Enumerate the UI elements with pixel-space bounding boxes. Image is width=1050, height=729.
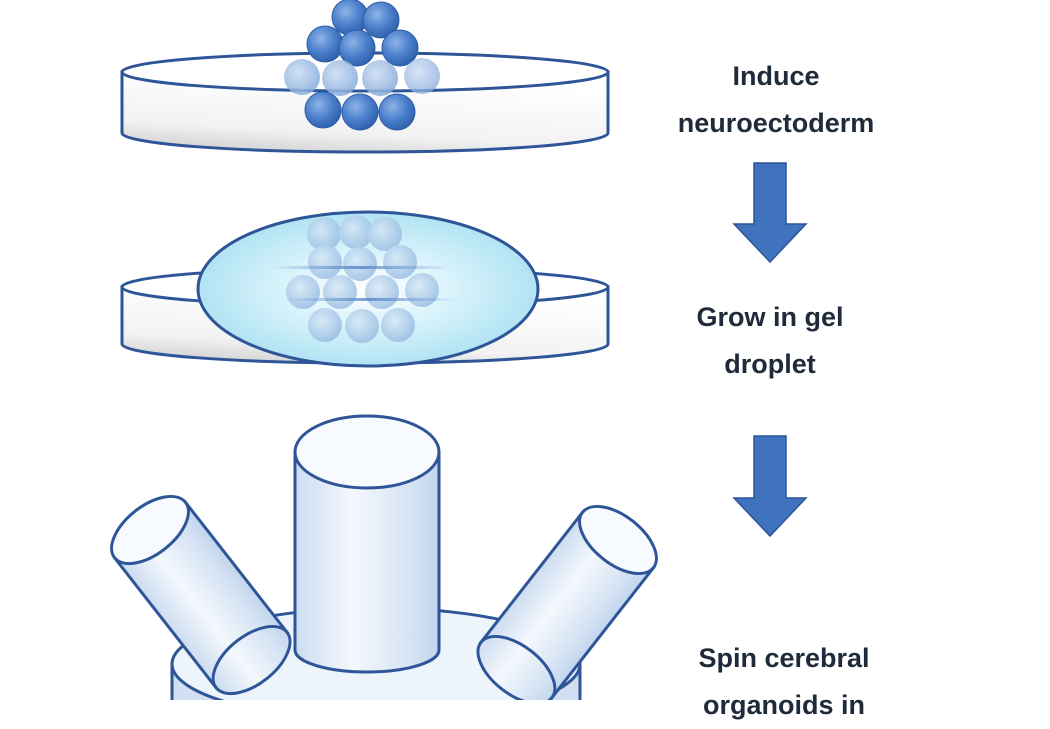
step-2-line-1: Grow in gel (696, 302, 844, 332)
embedded-cells-icon (270, 215, 455, 343)
step-3-line-1: Spin cerebral (698, 643, 870, 673)
step-2-line-2: droplet (724, 349, 816, 379)
step-3-line-2: organoids in (703, 690, 865, 720)
step-label-grow-in-gel: Grow in gel droplet (620, 294, 920, 388)
step-label-spin-cerebral: Spin cerebral organoids in (634, 635, 934, 729)
cell-cluster-1-icon (284, 0, 440, 131)
down-arrow-2-icon (732, 435, 808, 538)
step-label-induce-neuroectoderm: Induce neuroectoderm (626, 53, 926, 147)
down-arrow-1-icon (732, 162, 808, 264)
protocol-diagram (110, 0, 808, 700)
bioreactor-icon (110, 414, 658, 700)
step-1-line-1: Induce (732, 61, 820, 91)
step-1-line-2: neuroectoderm (677, 108, 875, 138)
